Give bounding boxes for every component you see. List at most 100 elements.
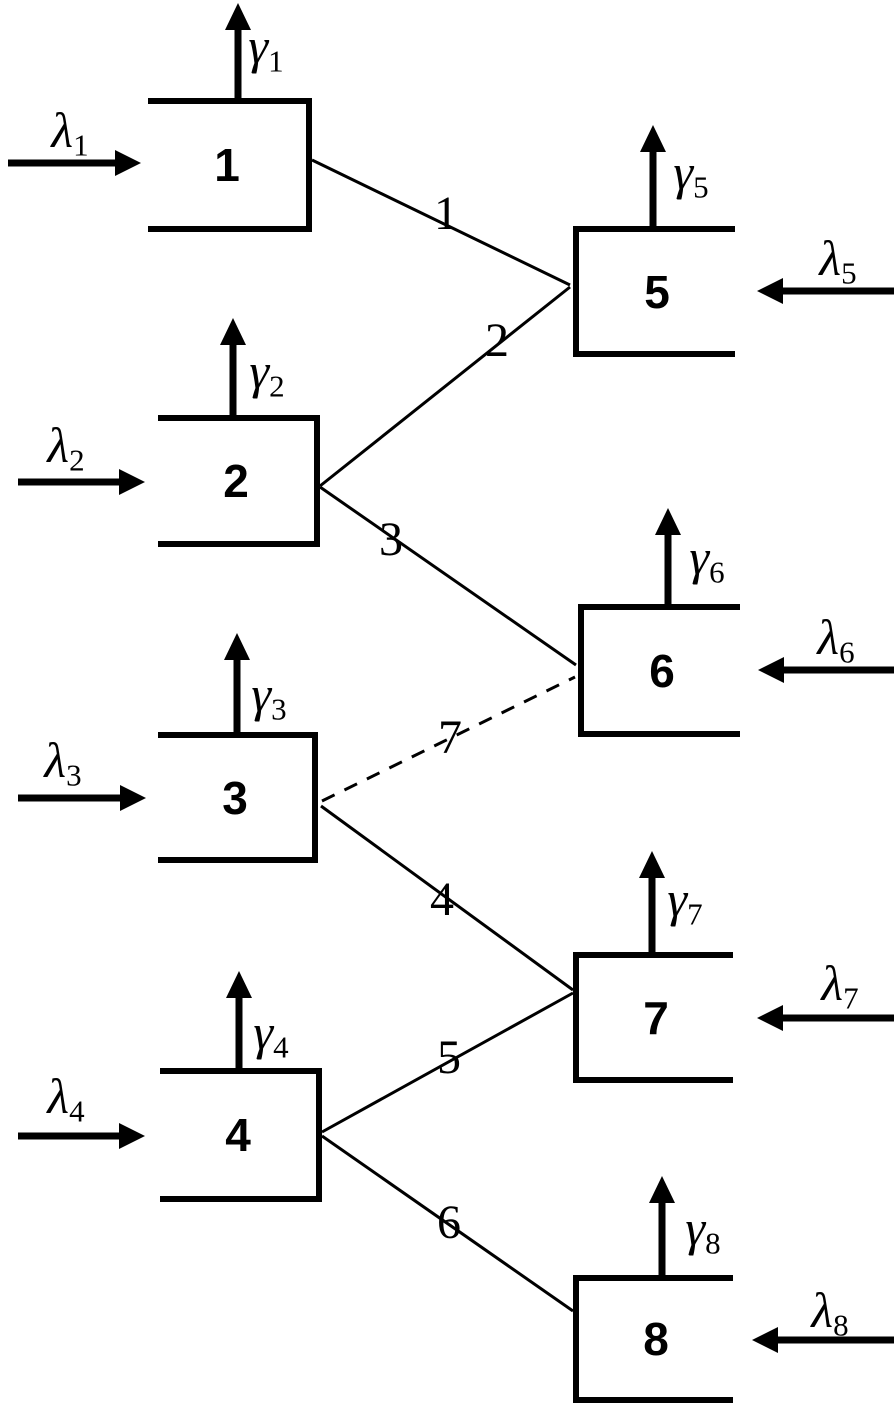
block-6-label: 6 (649, 644, 675, 697)
lambda-symbol: λ (817, 609, 840, 665)
connector-2-label: 2 (485, 314, 509, 367)
gamma-4-arrowhead-icon (226, 971, 252, 998)
gamma-2-arrow (220, 318, 246, 415)
lambda-4-arrow (18, 1123, 145, 1149)
connector-1-label: 1 (434, 187, 458, 240)
lambda-subscript: 7 (843, 980, 859, 1016)
block-5: 5 (573, 226, 735, 357)
gamma-2-arrowhead-icon (220, 318, 246, 345)
block-8: 8 (573, 1275, 733, 1403)
connector-line-1-to-5 (311, 158, 571, 287)
gamma-7-arrowhead-icon (639, 851, 665, 878)
lambda-3-arrow (18, 785, 146, 811)
lambda-2-label: λ2 (47, 417, 84, 476)
lambda-2-arrow (18, 469, 145, 495)
connector-3-label: 3 (379, 513, 403, 566)
gamma-5-label: γ5 (673, 144, 708, 203)
gamma-3-label: γ3 (251, 669, 286, 725)
connector-line-4-to-8 (321, 1134, 574, 1313)
gamma-symbol: γ (249, 343, 270, 399)
gamma-3-arrowhead-icon (224, 633, 250, 660)
gamma-subscript: 5 (693, 169, 709, 205)
lambda-6-label: λ6 (817, 609, 854, 668)
lambda-subscript: 6 (839, 634, 855, 670)
gamma-1-label: γ1 (248, 21, 283, 77)
block-4: 4 (160, 1068, 322, 1202)
block-6: 6 (578, 604, 740, 737)
lambda-8-arrowhead-icon (752, 1327, 778, 1353)
gamma-8-arrowhead-icon (649, 1176, 675, 1203)
connector-6-label: 6 (437, 1196, 461, 1249)
lambda-3-arrowhead-icon (120, 785, 146, 811)
connector-7-label: 7 (438, 711, 462, 764)
gamma-8-arrow (649, 1176, 675, 1275)
block-1-label: 1 (214, 139, 240, 191)
lambda-5-arrow (757, 278, 894, 304)
gamma-1-arrowhead-icon (225, 3, 251, 30)
gamma-6-label: γ6 (689, 529, 724, 588)
lambda-4-label: λ4 (47, 1068, 84, 1127)
lambda-5-arrowhead-icon (757, 278, 783, 304)
lambda-symbol: λ (47, 417, 70, 473)
lambda-7-arrowhead-icon (757, 1005, 783, 1031)
connector-line-3-to-7 (320, 804, 574, 992)
connector-line-2-to-5 (319, 285, 571, 488)
lambda-symbol: λ (47, 1068, 70, 1124)
lambda-symbol: λ (811, 1282, 834, 1338)
lambda-subscript: 3 (66, 757, 82, 793)
gamma-symbol: γ (689, 529, 710, 585)
gamma-3-arrow (224, 633, 250, 732)
block-5-label: 5 (644, 265, 670, 318)
gamma-6-arrowhead-icon (655, 508, 681, 535)
gamma-6-arrow (655, 508, 681, 604)
lambda-symbol: λ (51, 102, 74, 158)
lambda-6-arrow (758, 657, 894, 683)
lambda-1-label: λ1 (51, 102, 88, 161)
block-4-label: 4 (225, 1109, 251, 1161)
block-1: 1 (148, 98, 312, 232)
lambda-subscript: 4 (69, 1093, 85, 1129)
lambda-symbol: λ (819, 230, 842, 286)
block-8-label: 8 (643, 1313, 669, 1365)
lambda-4-arrowhead-icon (119, 1123, 145, 1149)
lambda-subscript: 2 (69, 442, 85, 478)
gamma-subscript: 8 (705, 1225, 721, 1261)
lambda-8-label: λ8 (811, 1282, 848, 1341)
gamma-4-arrow (226, 971, 252, 1068)
lambda-symbol: λ (44, 732, 67, 788)
gamma-subscript: 3 (271, 691, 287, 727)
gamma-subscript: 2 (269, 368, 285, 404)
lambda-8-arrow (752, 1327, 894, 1353)
lambda-7-label: λ7 (821, 955, 858, 1014)
connector-4-label: 4 (430, 873, 454, 926)
lambda-subscript: 1 (73, 127, 89, 163)
gamma-subscript: 7 (687, 896, 703, 932)
lambda-3-label: λ3 (44, 732, 81, 791)
gamma-symbol: γ (673, 144, 694, 200)
connector-line-4-to-7 (321, 991, 574, 1134)
block-3-label: 3 (222, 771, 248, 824)
gamma-1-arrow (225, 3, 251, 98)
gamma-symbol: γ (685, 1200, 706, 1256)
connector-line-3-to-6-dashed (321, 675, 576, 803)
lambda-6-arrowhead-icon (758, 657, 784, 683)
gamma-subscript: 6 (709, 554, 725, 590)
lambda-1-arrow (8, 150, 141, 176)
block-2: 2 (158, 415, 320, 547)
lambda-7-arrow (757, 1005, 894, 1031)
gamma-2-label: γ2 (249, 343, 284, 402)
lambda-2-arrowhead-icon (119, 469, 145, 495)
gamma-8-label: γ8 (685, 1200, 720, 1259)
block-7-label: 7 (643, 991, 669, 1044)
gamma-symbol: γ (667, 871, 688, 927)
gamma-5-arrowhead-icon (640, 125, 666, 152)
block-2-label: 2 (223, 455, 249, 507)
block-7: 7 (573, 952, 733, 1083)
lambda-subscript: 8 (833, 1307, 849, 1343)
gamma-subscript: 1 (268, 43, 284, 79)
lambda-symbol: λ (821, 955, 844, 1011)
gamma-7-label: γ7 (667, 871, 702, 930)
lambda-subscript: 5 (841, 255, 857, 291)
